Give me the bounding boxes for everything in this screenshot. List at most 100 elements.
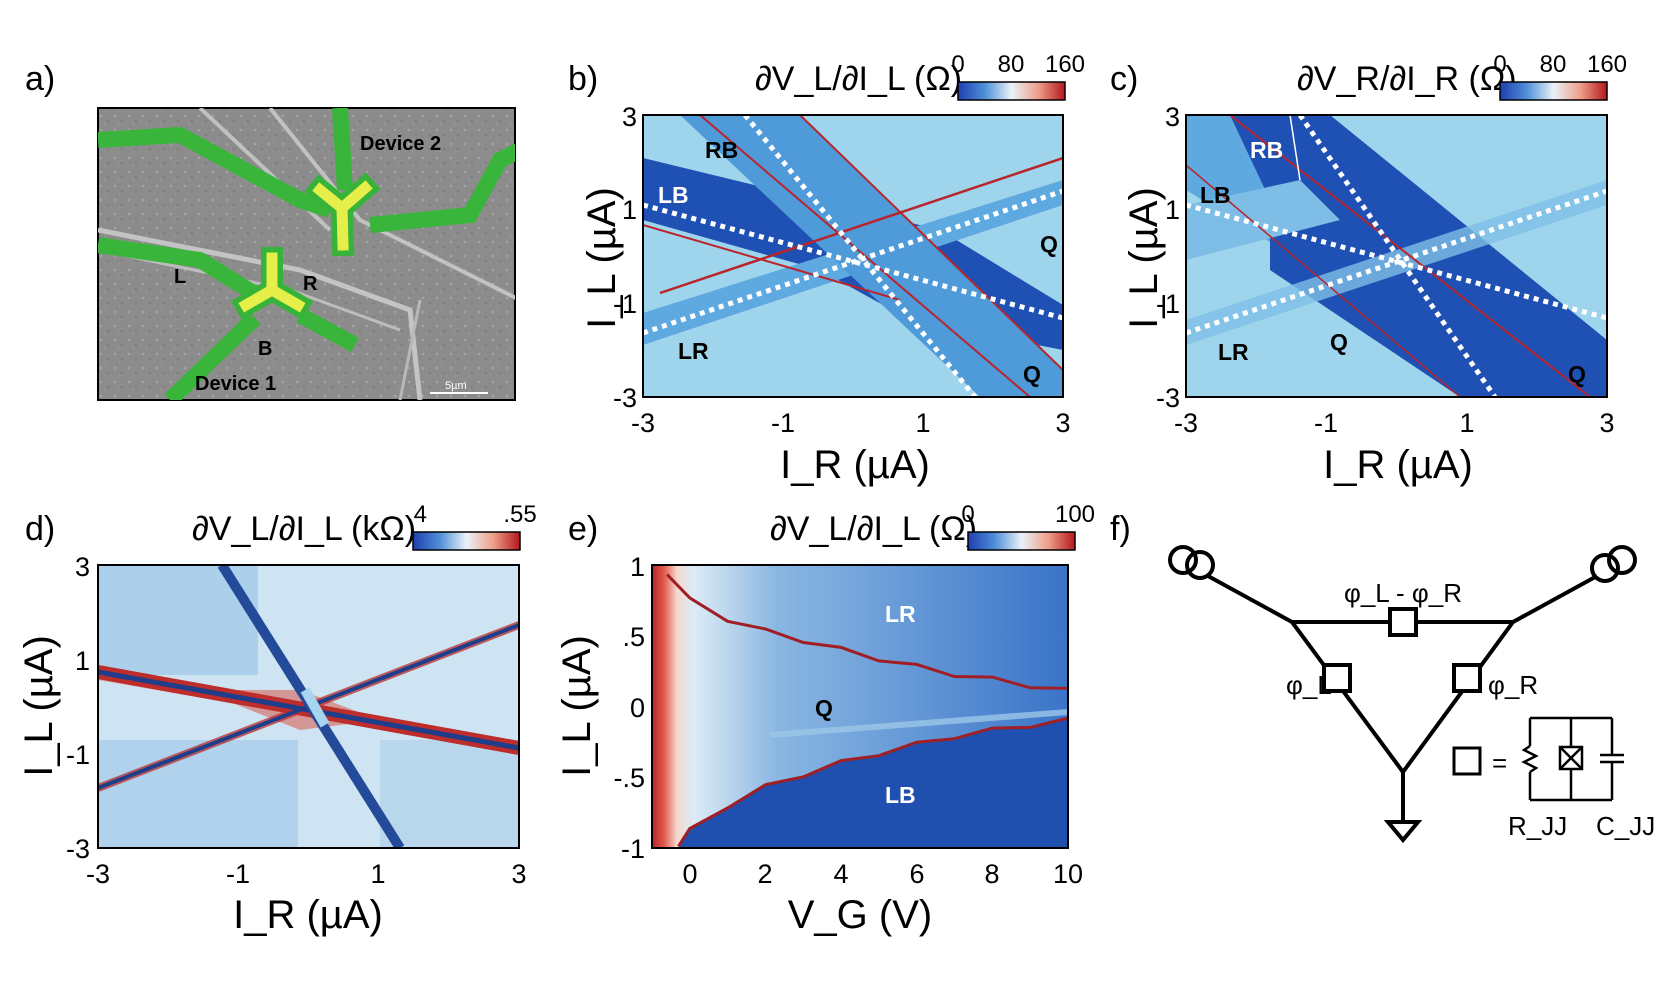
- rcsj-model: [1521, 716, 1624, 802]
- panel-label-f: f): [1110, 510, 1131, 548]
- b-ylabel: I_L (µA): [580, 187, 624, 329]
- colorbar-c-tick-2: 160: [1587, 51, 1627, 78]
- e-xtick-1: 2: [757, 859, 772, 889]
- colorbar-d: [412, 531, 521, 551]
- region-Q-b-2: Q: [1023, 361, 1041, 387]
- panel-b-heatmap: RB LB LR Q Q ∂V_L/∂I_L (Ω) 0 80 160 3 1 …: [580, 51, 1085, 487]
- region-LB-e: LB: [885, 782, 916, 808]
- region-LR-b: LR: [678, 338, 709, 364]
- d-ytick-2: -1: [66, 740, 90, 770]
- junction-top: [1388, 607, 1418, 637]
- panel-label-d: d): [25, 510, 55, 548]
- d-ylabel: I_L (µA): [17, 635, 61, 777]
- scalebar-label: 5µm: [445, 380, 467, 392]
- c-xlabel: I_R (µA): [1323, 443, 1473, 487]
- b-xtick-2: 1: [915, 408, 930, 438]
- colorbar-e: [967, 531, 1076, 551]
- b-ytick-1: 1: [622, 195, 637, 225]
- region-LR-e: LR: [885, 601, 916, 627]
- panel-f-circuit: [1168, 545, 1637, 844]
- switching-line-lower: [677, 716, 1068, 848]
- d-xlabel: I_R (µA): [233, 893, 383, 937]
- colorbar-c-tick-1: 80: [1540, 51, 1567, 78]
- label-equals: =: [1492, 748, 1507, 778]
- region-RB-c: RB: [1250, 137, 1283, 163]
- region-Q-e: Q: [815, 695, 833, 721]
- device-2-label: Device 2: [360, 133, 441, 155]
- e-xtick-5: 10: [1053, 859, 1083, 889]
- c-xtick-0: -3: [1174, 408, 1198, 438]
- label-phi-L: φ_L: [1286, 670, 1332, 700]
- junction-right: [1452, 663, 1482, 693]
- junction-symbol: [1452, 746, 1482, 776]
- c-xtick-3: 3: [1599, 408, 1614, 438]
- label-phi-diff: φ_L - φ_R: [1344, 578, 1462, 608]
- d-ytick-1: 1: [75, 646, 90, 676]
- c-ytick-3: -3: [1156, 383, 1180, 413]
- terminal-left-circle-1: [1168, 545, 1198, 575]
- colorbar-b-tick-0: 0: [951, 51, 964, 78]
- c-ylabel: I_L (µA): [1122, 187, 1166, 329]
- terminal-right-circle-1: [1590, 553, 1620, 583]
- panel-label-b: b): [568, 60, 598, 98]
- region-Q-c-2: Q: [1568, 361, 1586, 387]
- colorbar-title-c: ∂V_R/∂I_R (Ω): [1297, 60, 1517, 98]
- d-ytick-0: 3: [75, 552, 90, 582]
- colorbar-b-tick-1: 80: [998, 51, 1025, 78]
- e-ytick-2: 0: [630, 693, 645, 723]
- e-xtick-3: 6: [909, 859, 924, 889]
- e-xlabel: V_G (V): [788, 893, 932, 937]
- label-R-JJ: R_JJ: [1508, 811, 1567, 841]
- e-ytick-0: 1: [630, 552, 645, 582]
- device-1-label: Device 1: [195, 373, 276, 395]
- b-xtick-0: -3: [631, 408, 655, 438]
- terminal-L-label: L: [174, 266, 186, 288]
- b-xlabel: I_R (µA): [780, 443, 930, 487]
- label-C-JJ: C_JJ: [1596, 811, 1655, 841]
- terminal-R-label: R: [303, 273, 318, 295]
- panel-label-c: c): [1110, 60, 1138, 98]
- e-ytick-1: .5: [622, 622, 645, 652]
- c-xtick-1: -1: [1314, 408, 1338, 438]
- c-xtick-2: 1: [1459, 408, 1474, 438]
- region-LR-c: LR: [1218, 339, 1249, 365]
- e-xtick-4: 8: [984, 859, 999, 889]
- region-LB-c: LB: [1200, 182, 1231, 208]
- terminal-left-circle-2: [1185, 550, 1215, 580]
- colorbar-title-e: ∂V_L/∂I_L (Ω): [770, 510, 977, 548]
- c-ytick-1: 1: [1165, 195, 1180, 225]
- colorbar-e-tick-0: 0: [961, 501, 974, 528]
- e-ytick-3: -.5: [613, 763, 645, 793]
- e-ytick-4: -1: [621, 834, 645, 864]
- terminal-B-label: B: [258, 338, 272, 360]
- d-xtick-0: -3: [86, 859, 110, 889]
- panel-c-heatmap: RB LB LR Q Q ∂V_R/∂I_R (Ω) 0 80 160 3 1 …: [1122, 51, 1627, 487]
- colorbar-b: [957, 81, 1066, 101]
- b-ytick-3: -3: [613, 383, 637, 413]
- region-Q-b-1: Q: [1040, 231, 1058, 257]
- panel-d-heatmap: ∂V_L/∂I_L (kΩ) .4 .55 3 1 -1 -3 -3 -1 1 …: [17, 501, 537, 937]
- lb-region-e: [678, 718, 1068, 848]
- b-ytick-0: 3: [622, 102, 637, 132]
- label-phi-R: φ_R: [1488, 670, 1538, 700]
- terminal-right-circle-2: [1607, 545, 1637, 575]
- b-ytick-2: -1: [613, 289, 637, 319]
- d-ytick-3: -3: [66, 834, 90, 864]
- region-RB-b: RB: [705, 137, 738, 163]
- b-xtick-3: 3: [1055, 408, 1070, 438]
- panel-e-heatmap: LR Q LB ∂V_L/∂I_L (Ω) 0 10 0 1 .5 0 -.5 -…: [555, 501, 1095, 937]
- colorbar-d-tick-1: .55: [503, 501, 536, 528]
- d-xtick-1: -1: [226, 859, 250, 889]
- e-ylabel: I_L (µA): [555, 635, 599, 777]
- d-xtick-3: 3: [511, 859, 526, 889]
- colorbar-title-d: ∂V_L/∂I_L (kΩ): [192, 510, 416, 548]
- colorbar-c-tick-0: 0: [1493, 51, 1506, 78]
- switching-line-upper: [666, 573, 1068, 690]
- d-xtick-2: 1: [370, 859, 385, 889]
- e-xtick-0: 0: [682, 859, 697, 889]
- colorbar-c: [1499, 81, 1608, 101]
- colorbar-title-b: ∂V_L/∂I_L (Ω): [755, 60, 962, 98]
- c-ytick-0: 3: [1165, 102, 1180, 132]
- panel-a-sem-image: Device 2 L R B Device 1 5µm: [97, 107, 516, 401]
- region-Q-c-1: Q: [1330, 329, 1348, 355]
